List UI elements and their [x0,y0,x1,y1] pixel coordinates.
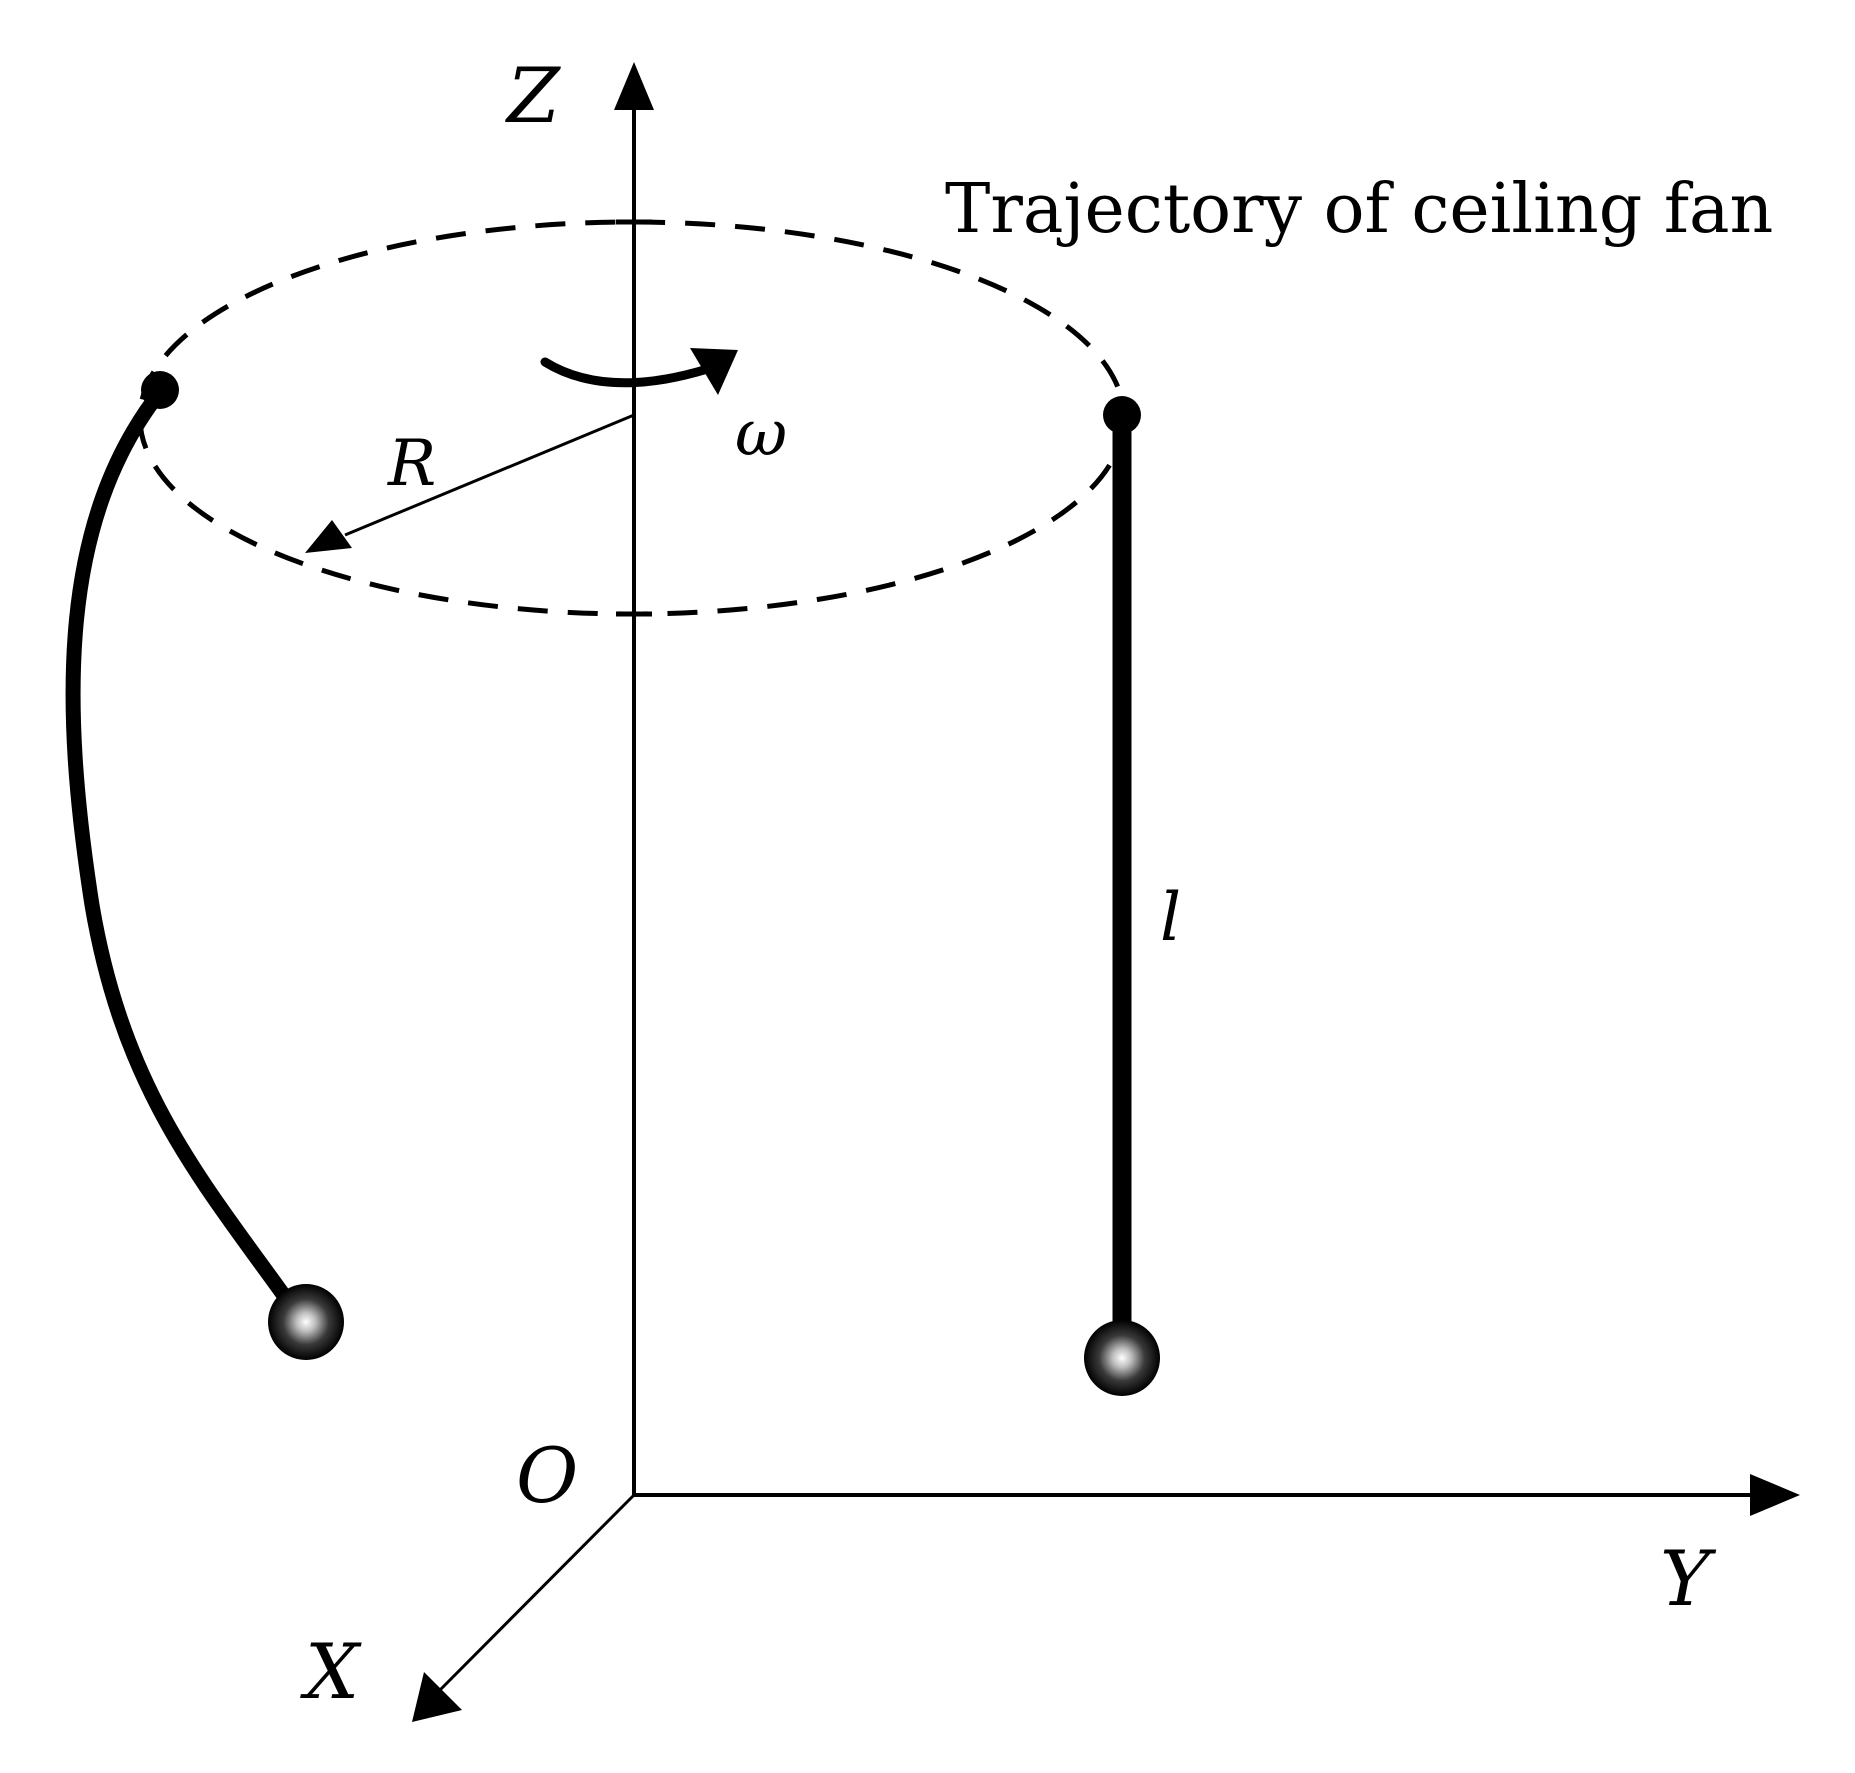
radius-line [344,413,635,537]
origin-label: O [516,1431,578,1520]
y-axis-arrowhead [1750,1474,1800,1516]
rotation-arrow [540,357,725,388]
vertical-pivot-dot [1103,396,1141,434]
radius-arrowhead [305,520,352,553]
z-axis-arrowhead [614,62,654,110]
vertical-pendulum-ball [1084,1320,1160,1396]
radius-label: R [387,427,436,501]
deflected-pendulum-ball [268,1284,344,1360]
trajectory-label: Trajectory of ceiling fan [945,170,1773,249]
deflected-pivot-dot [141,371,179,409]
y-axis-label: Y [1660,1534,1717,1623]
rotation-arrowhead [690,348,738,395]
deflected-pendulum-string [65,384,308,1326]
x-axis-line [438,1493,636,1692]
x-axis-arrowhead [412,1672,462,1722]
x-axis-label: X [300,1627,362,1716]
angular-velocity-label: ω [735,397,787,471]
z-axis-label: Z [505,51,561,140]
length-label: l [1160,879,1181,956]
